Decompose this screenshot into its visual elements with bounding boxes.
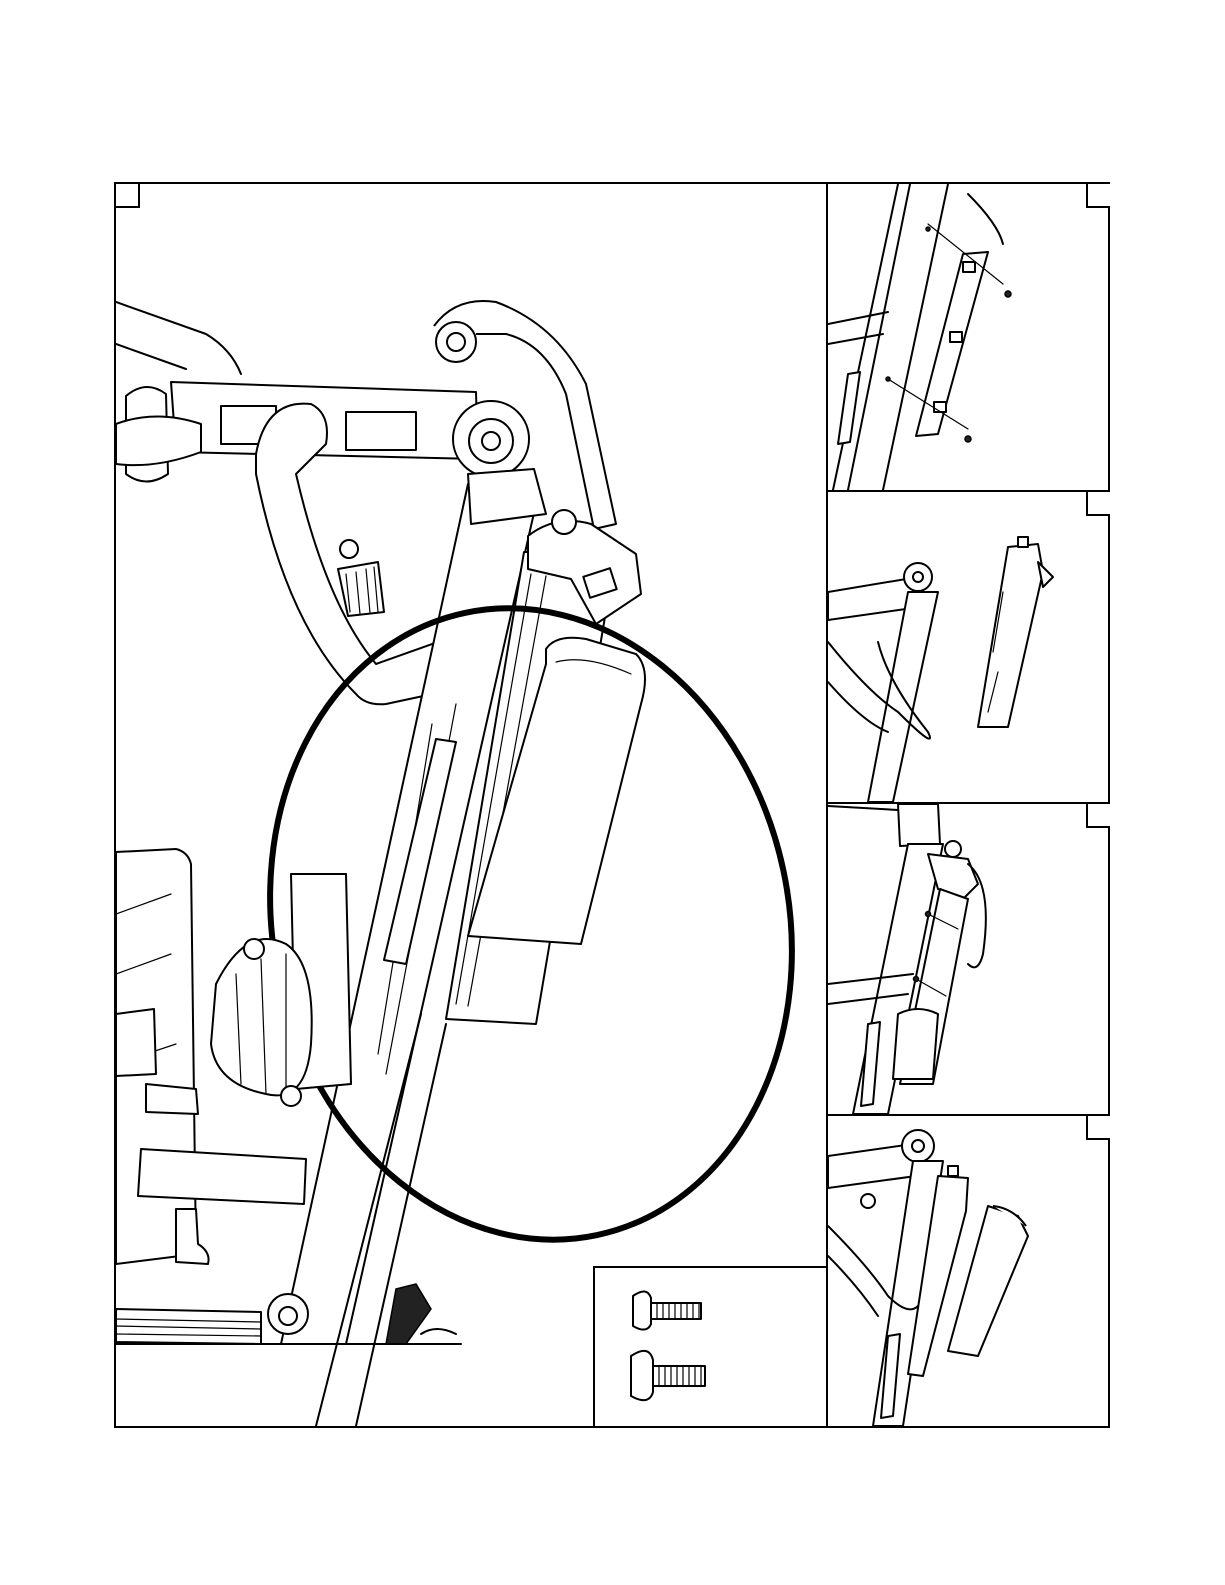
instruction-frame bbox=[114, 182, 1110, 1428]
main-illustration-panel bbox=[116, 184, 828, 1426]
step-number-box-main bbox=[116, 184, 140, 208]
actuator-angled-drawing bbox=[828, 1116, 1110, 1426]
step-number-box-b bbox=[1086, 492, 1110, 516]
step-panel-a bbox=[828, 184, 1110, 492]
step-number-box-c bbox=[1086, 804, 1110, 828]
lift-actuator-drawing bbox=[116, 184, 828, 1426]
step-number-box-d bbox=[1086, 1116, 1110, 1140]
actuator-attached-drawing bbox=[828, 804, 1110, 1114]
pan-head-screw-short-icon bbox=[633, 1291, 701, 1329]
pan-head-screw-long-icon bbox=[631, 1351, 705, 1400]
hardware-inset bbox=[593, 1266, 826, 1426]
bracket-and-screws-drawing bbox=[828, 184, 1110, 490]
actuator-separate-drawing bbox=[828, 492, 1110, 802]
step-panel-c bbox=[828, 804, 1110, 1116]
step-panel-d bbox=[828, 1116, 1110, 1426]
hardware-drawing bbox=[595, 1268, 826, 1426]
step-panel-b bbox=[828, 492, 1110, 804]
step-number-box-a bbox=[1086, 184, 1110, 208]
